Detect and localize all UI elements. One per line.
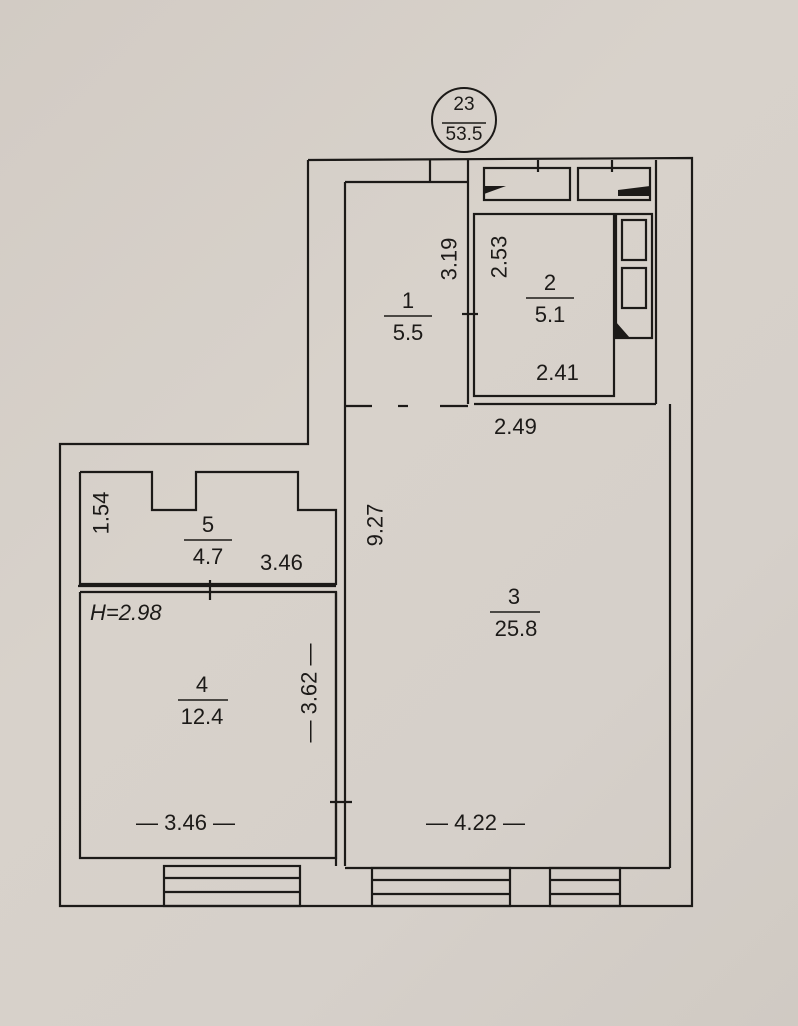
dim-room5-width: 3.46 — [260, 550, 303, 575]
room4-area: 12.4 — [180, 704, 224, 729]
walls — [58, 156, 694, 908]
room5-area: 4.7 — [192, 544, 224, 569]
dim-room5-height: 1.54 — [88, 491, 114, 535]
window-room4 — [162, 864, 302, 908]
room1-area: 5.5 — [392, 320, 424, 345]
dim-room3-width: — 4.22 — — [426, 810, 526, 835]
room4-id: 4 — [195, 672, 209, 697]
window-room3-b — [548, 866, 622, 908]
fixture-marks — [484, 186, 650, 338]
room3-id: 3 — [507, 584, 521, 609]
dim-room2-width: 2.41 — [536, 360, 579, 385]
room3-area: 25.8 — [494, 616, 538, 641]
dim-room4-height: — 3.62 — — [296, 643, 322, 743]
room2-area: 5.1 — [534, 302, 566, 327]
ceiling-height: H=2.98 — [90, 600, 162, 625]
fraction-lines — [178, 297, 574, 701]
apartment-area: 53.5 — [445, 124, 483, 145]
room2-id: 2 — [543, 270, 557, 295]
dim-room4-width: — 3.46 — — [136, 810, 236, 835]
fixture-bath — [482, 166, 572, 202]
apartment-number: 23 — [453, 94, 475, 115]
dim-room3-height: 9.27 — [362, 503, 388, 547]
apartment-badge — [431, 87, 497, 153]
room5-walls — [78, 470, 338, 586]
dim-room2-height: 2.53 — [486, 235, 512, 279]
dim-room1-height: 3.19 — [436, 237, 462, 281]
dim-room3-top: 2.49 — [494, 414, 537, 439]
room5-id: 5 — [201, 512, 215, 537]
outer-wall — [58, 156, 694, 908]
room2-walls — [472, 212, 616, 398]
room1-id: 1 — [401, 288, 415, 313]
fixture-stack — [614, 212, 654, 340]
window-room3-a — [370, 866, 512, 908]
fixture-sink — [576, 166, 652, 202]
